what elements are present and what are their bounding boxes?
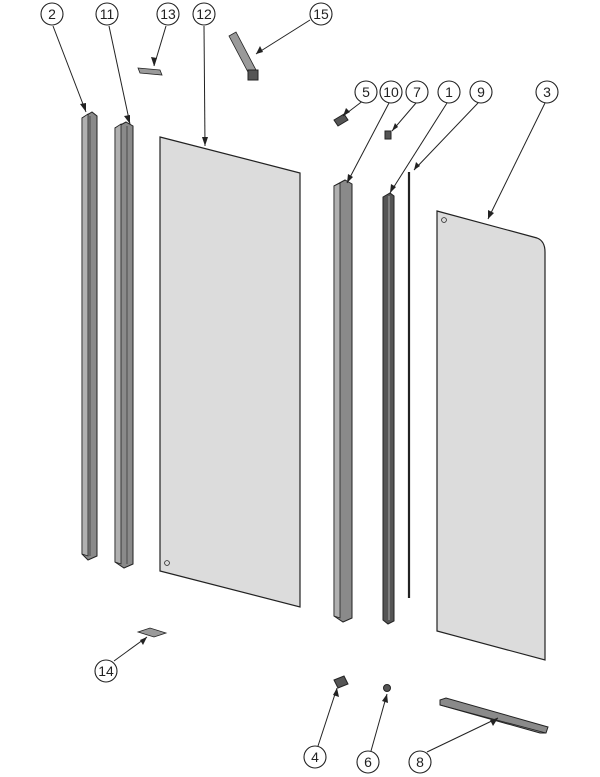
callout-3: 3 — [535, 80, 559, 104]
callout-15-label: 15 — [313, 6, 329, 22]
callout-11-label: 11 — [100, 6, 115, 22]
callout-6: 6 — [356, 750, 380, 774]
callout-4: 4 — [303, 745, 327, 769]
part-7-fitting — [384, 130, 392, 140]
part-4-fitting — [333, 675, 349, 689]
callout-8: 8 — [408, 750, 432, 774]
callout-9: 9 — [469, 80, 493, 104]
part-13-bracket — [137, 67, 163, 76]
callout-11: 11 — [95, 2, 119, 26]
callout-3-label: 3 — [543, 84, 551, 100]
callout-14: 14 — [94, 659, 118, 683]
callout-12-label: 12 — [196, 6, 212, 22]
callout-8-label: 8 — [416, 754, 424, 770]
callout-6-label: 6 — [364, 754, 372, 770]
part-11-wall-profile — [114, 121, 134, 569]
callout-15: 15 — [309, 2, 333, 26]
callout-10-label: 10 — [383, 84, 399, 100]
part-10-door-profile — [333, 179, 353, 623]
part-15-stabiliser-bar — [228, 31, 259, 81]
callout-13-label: 13 — [160, 6, 176, 22]
part-14-bracket — [136, 627, 168, 638]
callout-13: 13 — [156, 2, 180, 26]
callout-5-label: 5 — [362, 84, 370, 100]
callout-2: 2 — [40, 2, 64, 26]
callout-12: 12 — [192, 2, 216, 26]
callout-9-label: 9 — [477, 84, 485, 100]
callout-7: 7 — [405, 80, 429, 104]
part-3-door-glass — [436, 210, 546, 661]
part-1-door-profile — [382, 192, 395, 625]
callout-2-label: 2 — [48, 6, 56, 22]
callout-1: 1 — [437, 80, 461, 104]
part-8-bottom-seal — [439, 697, 549, 734]
callout-5: 5 — [354, 80, 378, 104]
callout-4-label: 4 — [311, 749, 319, 765]
callout-10: 10 — [379, 80, 403, 104]
callout-7-label: 7 — [413, 84, 421, 100]
callout-14-label: 14 — [98, 663, 114, 679]
callout-1-label: 1 — [445, 84, 453, 100]
part-6-fitting — [383, 684, 391, 692]
leader-lines — [52, 19, 546, 753]
part-5-fitting — [333, 113, 349, 127]
part-12-fixed-glass-panel — [159, 136, 301, 608]
part-2-wall-profile — [81, 111, 98, 561]
